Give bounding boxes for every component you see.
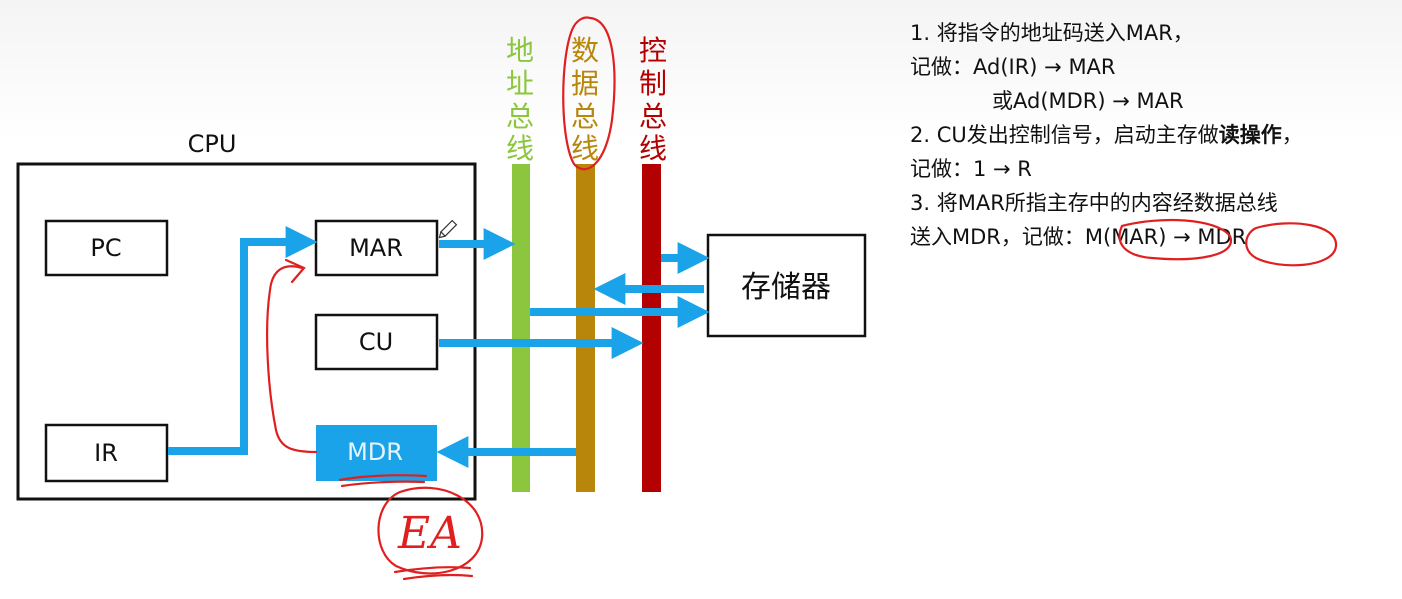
step3-line2: 送入MDR，记做：M(MAR) → MDR — [910, 225, 1247, 249]
step2-line1-pre: 2. CU发出控制信号，启动主存做 — [910, 123, 1219, 147]
notes-ink-overlay — [1118, 218, 1338, 267]
mdr-underline — [338, 474, 428, 488]
data-bus-label-circle — [562, 16, 616, 171]
mar-register — [314, 219, 439, 277]
mdr-register — [316, 425, 437, 481]
address-bus — [512, 164, 530, 492]
ea-handwritten-text: EA — [397, 508, 462, 559]
mar-label: MAR — [349, 234, 403, 262]
step2-line2: 记做：1 → R — [910, 157, 1032, 181]
ea-circle — [377, 486, 484, 575]
slide-background — [0, 0, 1402, 140]
address-bus-char: 总 — [506, 100, 534, 133]
data-bus-label: 数 据 总 线 — [571, 34, 599, 165]
mdr-to-mar-ink-arrow — [266, 265, 318, 454]
control-bus-label: 控 制 总 线 — [639, 34, 667, 165]
step3-line1: 3. 将MAR所指主存中的内容经数据总线 — [910, 191, 1278, 215]
control-bus-char: 制 — [639, 67, 667, 100]
step2-line1: 2. CU发出控制信号，启动主存做读操作， — [910, 118, 1400, 152]
data-bus-char: 线 — [571, 132, 599, 165]
data-bus — [576, 164, 595, 492]
ink-arrowhead — [284, 258, 306, 284]
pencil-icon — [438, 219, 458, 239]
ir-label: IR — [94, 439, 118, 467]
control-bus-char: 控 — [639, 34, 667, 67]
control-bus-char: 线 — [639, 132, 667, 165]
mdr-note-circle — [1245, 222, 1338, 267]
data-bus-char: 总 — [571, 100, 599, 133]
cpu-box — [16, 162, 477, 501]
ir-register — [44, 423, 169, 483]
cpu-bus-diagram: CPU PC IR MAR CU MDR 地 址 总 线 数 据 总 线 控 制… — [16, 16, 867, 581]
data-bus-char: 数 — [571, 34, 599, 67]
pc-label: PC — [90, 234, 121, 262]
step2-line1-post: ， — [1281, 123, 1303, 147]
data-bus-char: 据 — [571, 67, 599, 100]
address-bus-char: 地 — [506, 34, 534, 67]
step1-line1: 1. 将指令的地址码送入MAR， — [910, 21, 1194, 45]
cu-label: CU — [359, 328, 393, 356]
address-bus-char: 线 — [506, 132, 534, 165]
mmar-circle — [1118, 218, 1233, 261]
pc-register — [44, 219, 169, 277]
steps-panel: 1. 将指令的地址码送入MAR， 记做：Ad(IR) → MAR 或Ad(MDR… — [910, 16, 1400, 254]
cpu-label: CPU — [188, 130, 237, 158]
step1-line3: 或Ad(MDR) → MAR — [992, 89, 1184, 113]
address-bus-char: 址 — [506, 67, 534, 100]
memory-label: 存储器 — [741, 270, 831, 305]
step2-line1-bold: 读操作 — [1218, 123, 1282, 147]
ir-to-mar-arrow — [168, 226, 318, 455]
control-bus-char: 总 — [639, 100, 667, 133]
control-bus — [642, 164, 661, 492]
memory-box — [706, 233, 867, 338]
handwritten-annotation — [266, 16, 616, 581]
cu-register — [314, 313, 439, 371]
address-bus-label: 地 址 总 线 — [506, 34, 534, 165]
step1-line2: 记做：Ad(IR) → MAR — [910, 55, 1116, 79]
ea-underline — [393, 566, 474, 581]
mdr-label: MDR — [347, 438, 403, 466]
